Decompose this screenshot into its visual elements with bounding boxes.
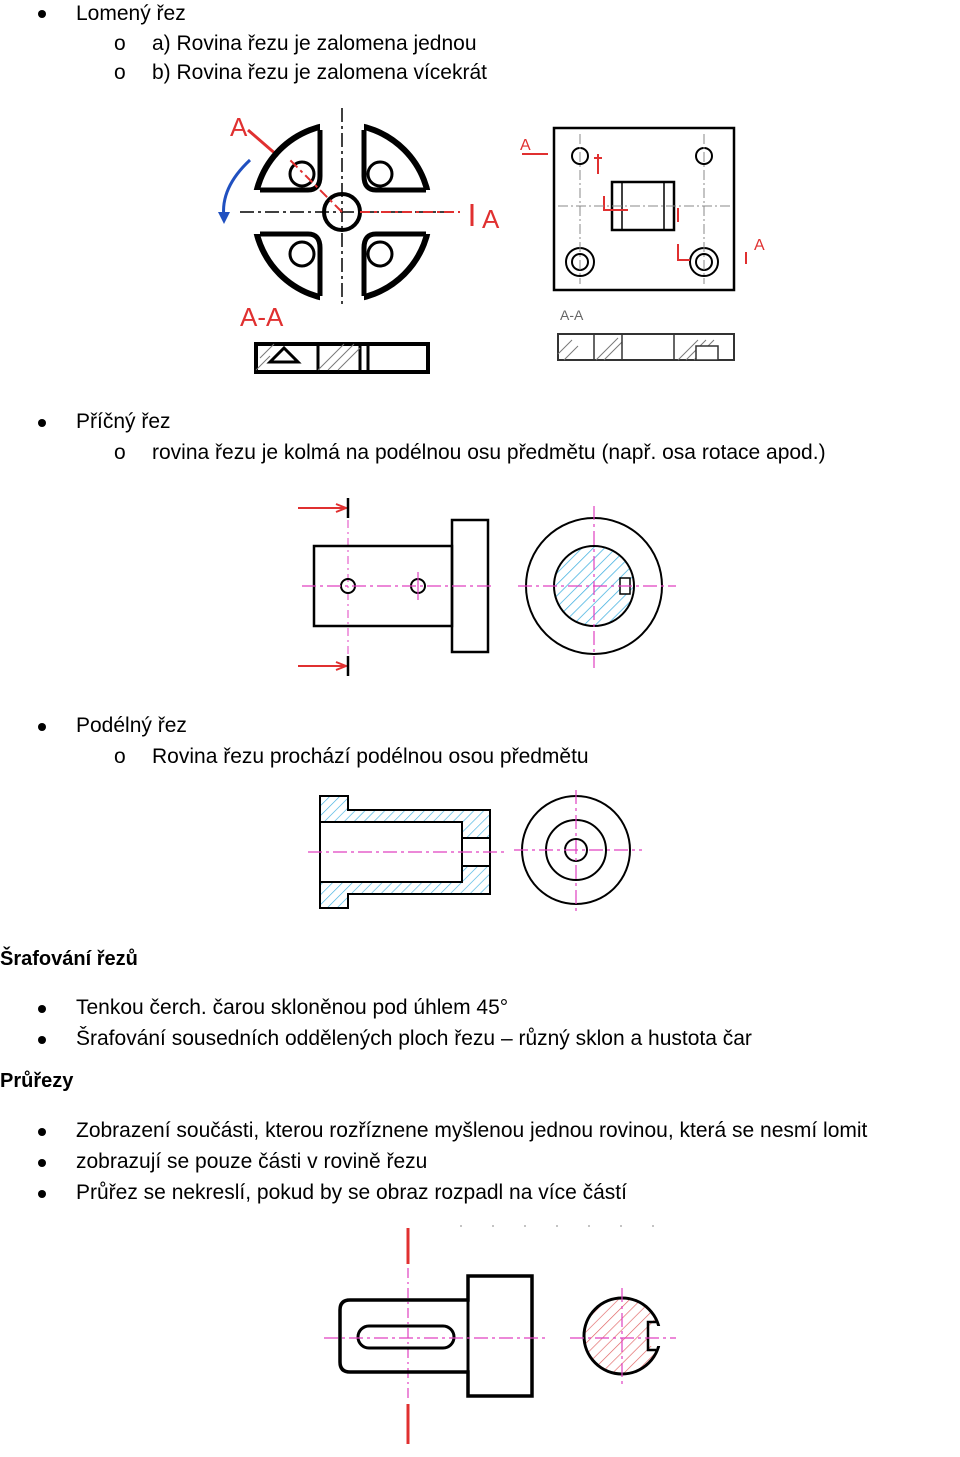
figure-transverse-section (298, 498, 676, 676)
sub-marker: o (114, 32, 126, 55)
bullet (38, 1159, 46, 1167)
section-title-pricny: Příčný řez (76, 410, 171, 433)
bullet (38, 10, 46, 18)
sub-marker: o (114, 61, 126, 84)
figure-bent-section-a: A A A-A (218, 108, 505, 386)
section-title-podelny: Podélný řez (76, 714, 187, 737)
figure-longitudinal-section (308, 790, 642, 912)
list-item: rovina řezu je kolmá na podélnou osu pře… (152, 441, 826, 464)
list-item: Tenkou čerch. čarou skloněnou pod úhlem … (76, 996, 509, 1019)
bullet (38, 419, 46, 427)
list-item: Šrafování sousedních oddělených ploch ře… (76, 1027, 752, 1050)
bullet (38, 1005, 46, 1013)
cut-label-a: A (520, 137, 531, 154)
bullet (38, 1128, 46, 1136)
sub-marker: o (114, 745, 126, 768)
heading-srafovani: Šrafování řezů (0, 948, 138, 970)
list-item: Průřez se nekreslí, pokud by se obraz ro… (76, 1181, 627, 1204)
heading-prurezy: Průřezy (0, 1070, 74, 1092)
cut-label-a: A (230, 112, 248, 142)
list-item: Rovina řezu prochází podélnou osou předm… (152, 745, 589, 768)
list-item: zobrazují se pouze části v rovině řezu (76, 1150, 428, 1173)
cut-label-a: A (754, 237, 765, 254)
figure-cross-section (324, 1225, 676, 1444)
bullet (38, 1190, 46, 1198)
sub-marker: o (114, 441, 126, 464)
cut-label-a: A (482, 204, 500, 234)
bullet (38, 1036, 46, 1044)
list-item: b) Rovina řezu je zalomena vícekrát (152, 61, 487, 84)
figure-bent-section-b: A A A-A (520, 126, 765, 361)
section-title-lomeny: Lomený řez (76, 2, 186, 25)
bullet (38, 723, 46, 731)
section-title: A-A (560, 307, 584, 323)
list-item: a) Rovina řezu je zalomena jednou (152, 32, 477, 55)
list-item: Zobrazení součásti, kterou rozříznene my… (76, 1119, 868, 1142)
section-title: A-A (240, 302, 284, 332)
